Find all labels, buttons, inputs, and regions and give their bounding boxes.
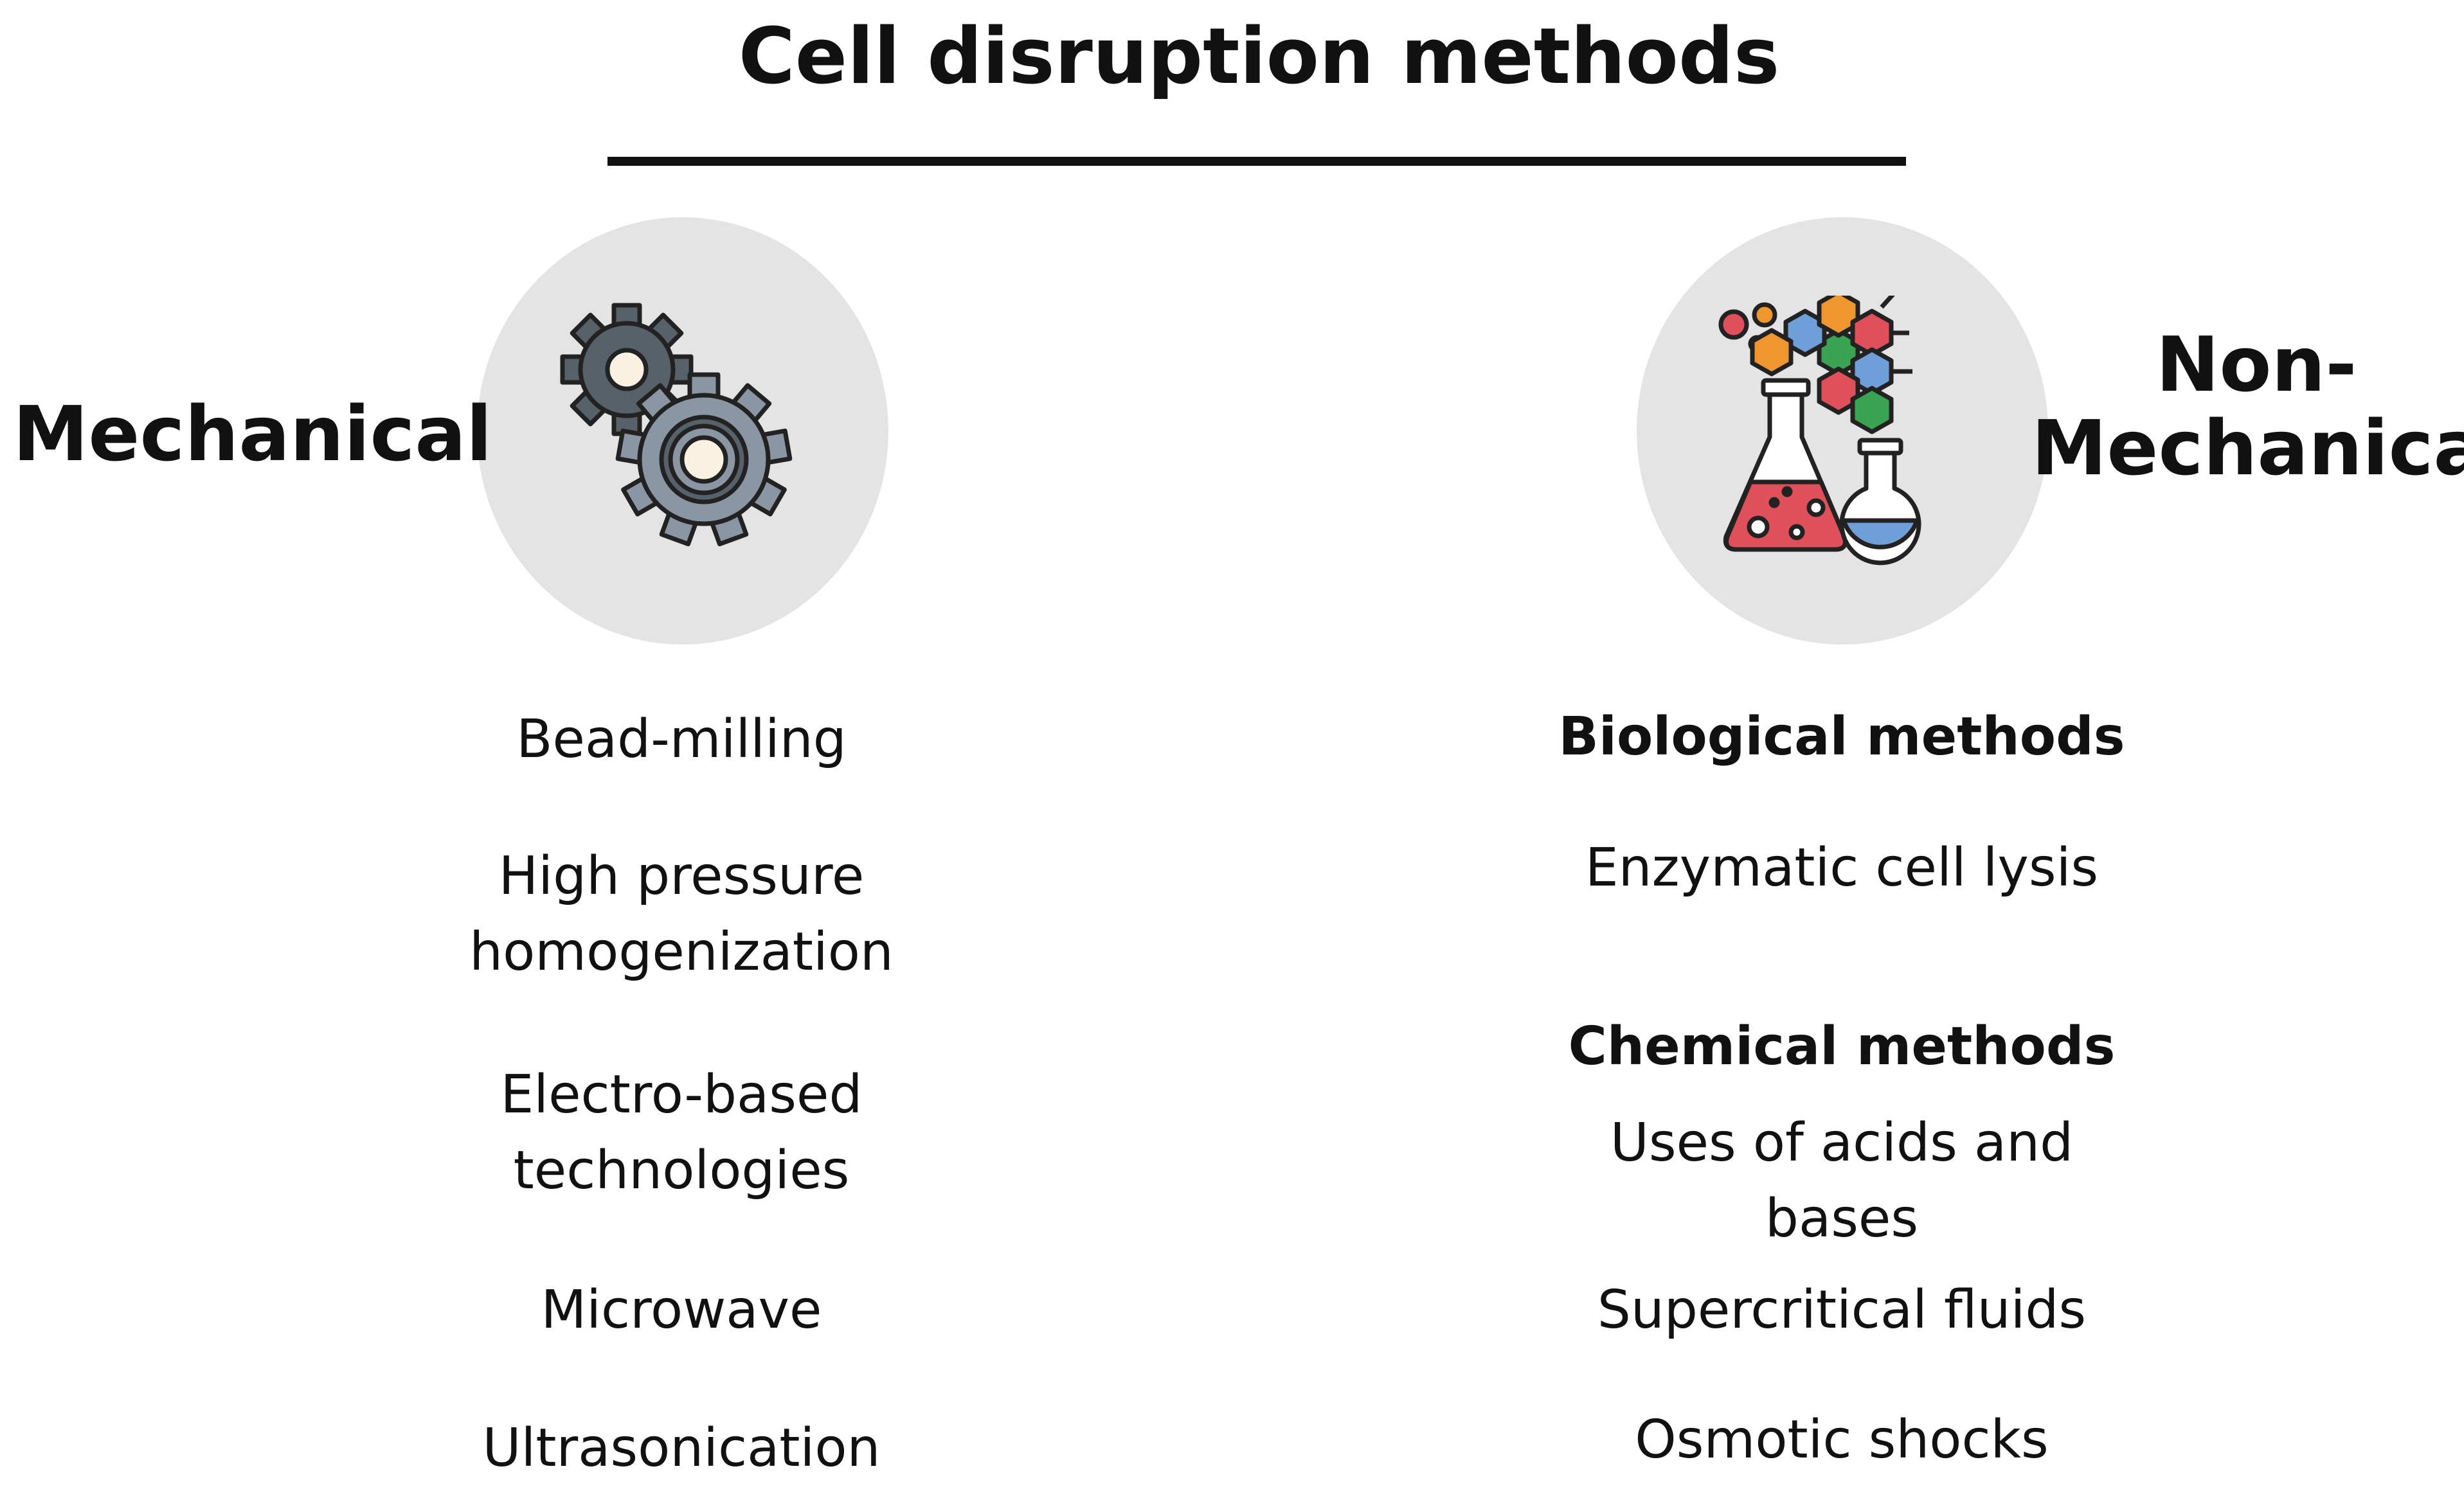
gears-icon — [560, 303, 793, 547]
mechanical-label: Mechanical — [13, 389, 492, 478]
list-item: High pressure homogenization — [469, 846, 894, 983]
list-item: Osmotic shocks — [1635, 1409, 2049, 1470]
list-item: Uses of acids and bases — [1610, 1112, 2074, 1249]
chemistry-flasks-icon — [1718, 296, 1921, 566]
biological-methods-heading: Biological methods — [1558, 706, 2125, 767]
list-item: Enzymatic cell lysis — [1585, 837, 2099, 898]
list-item: Ultrasonication — [482, 1418, 881, 1479]
non-mechanical-label: Non- Mechanical — [2031, 320, 2464, 492]
list-item: Bead-milling — [516, 709, 847, 770]
non-mechanical-icon-circle — [1637, 217, 2048, 645]
title-divider — [607, 157, 1906, 166]
list-item: Microwave — [541, 1279, 822, 1341]
list-item: Supercritical fluids — [1597, 1279, 2087, 1341]
list-item: Electro-based technologies — [500, 1064, 863, 1201]
diagram-title: Cell disruption methods — [738, 12, 1780, 102]
chemical-methods-heading: Chemical methods — [1568, 1016, 2116, 1077]
